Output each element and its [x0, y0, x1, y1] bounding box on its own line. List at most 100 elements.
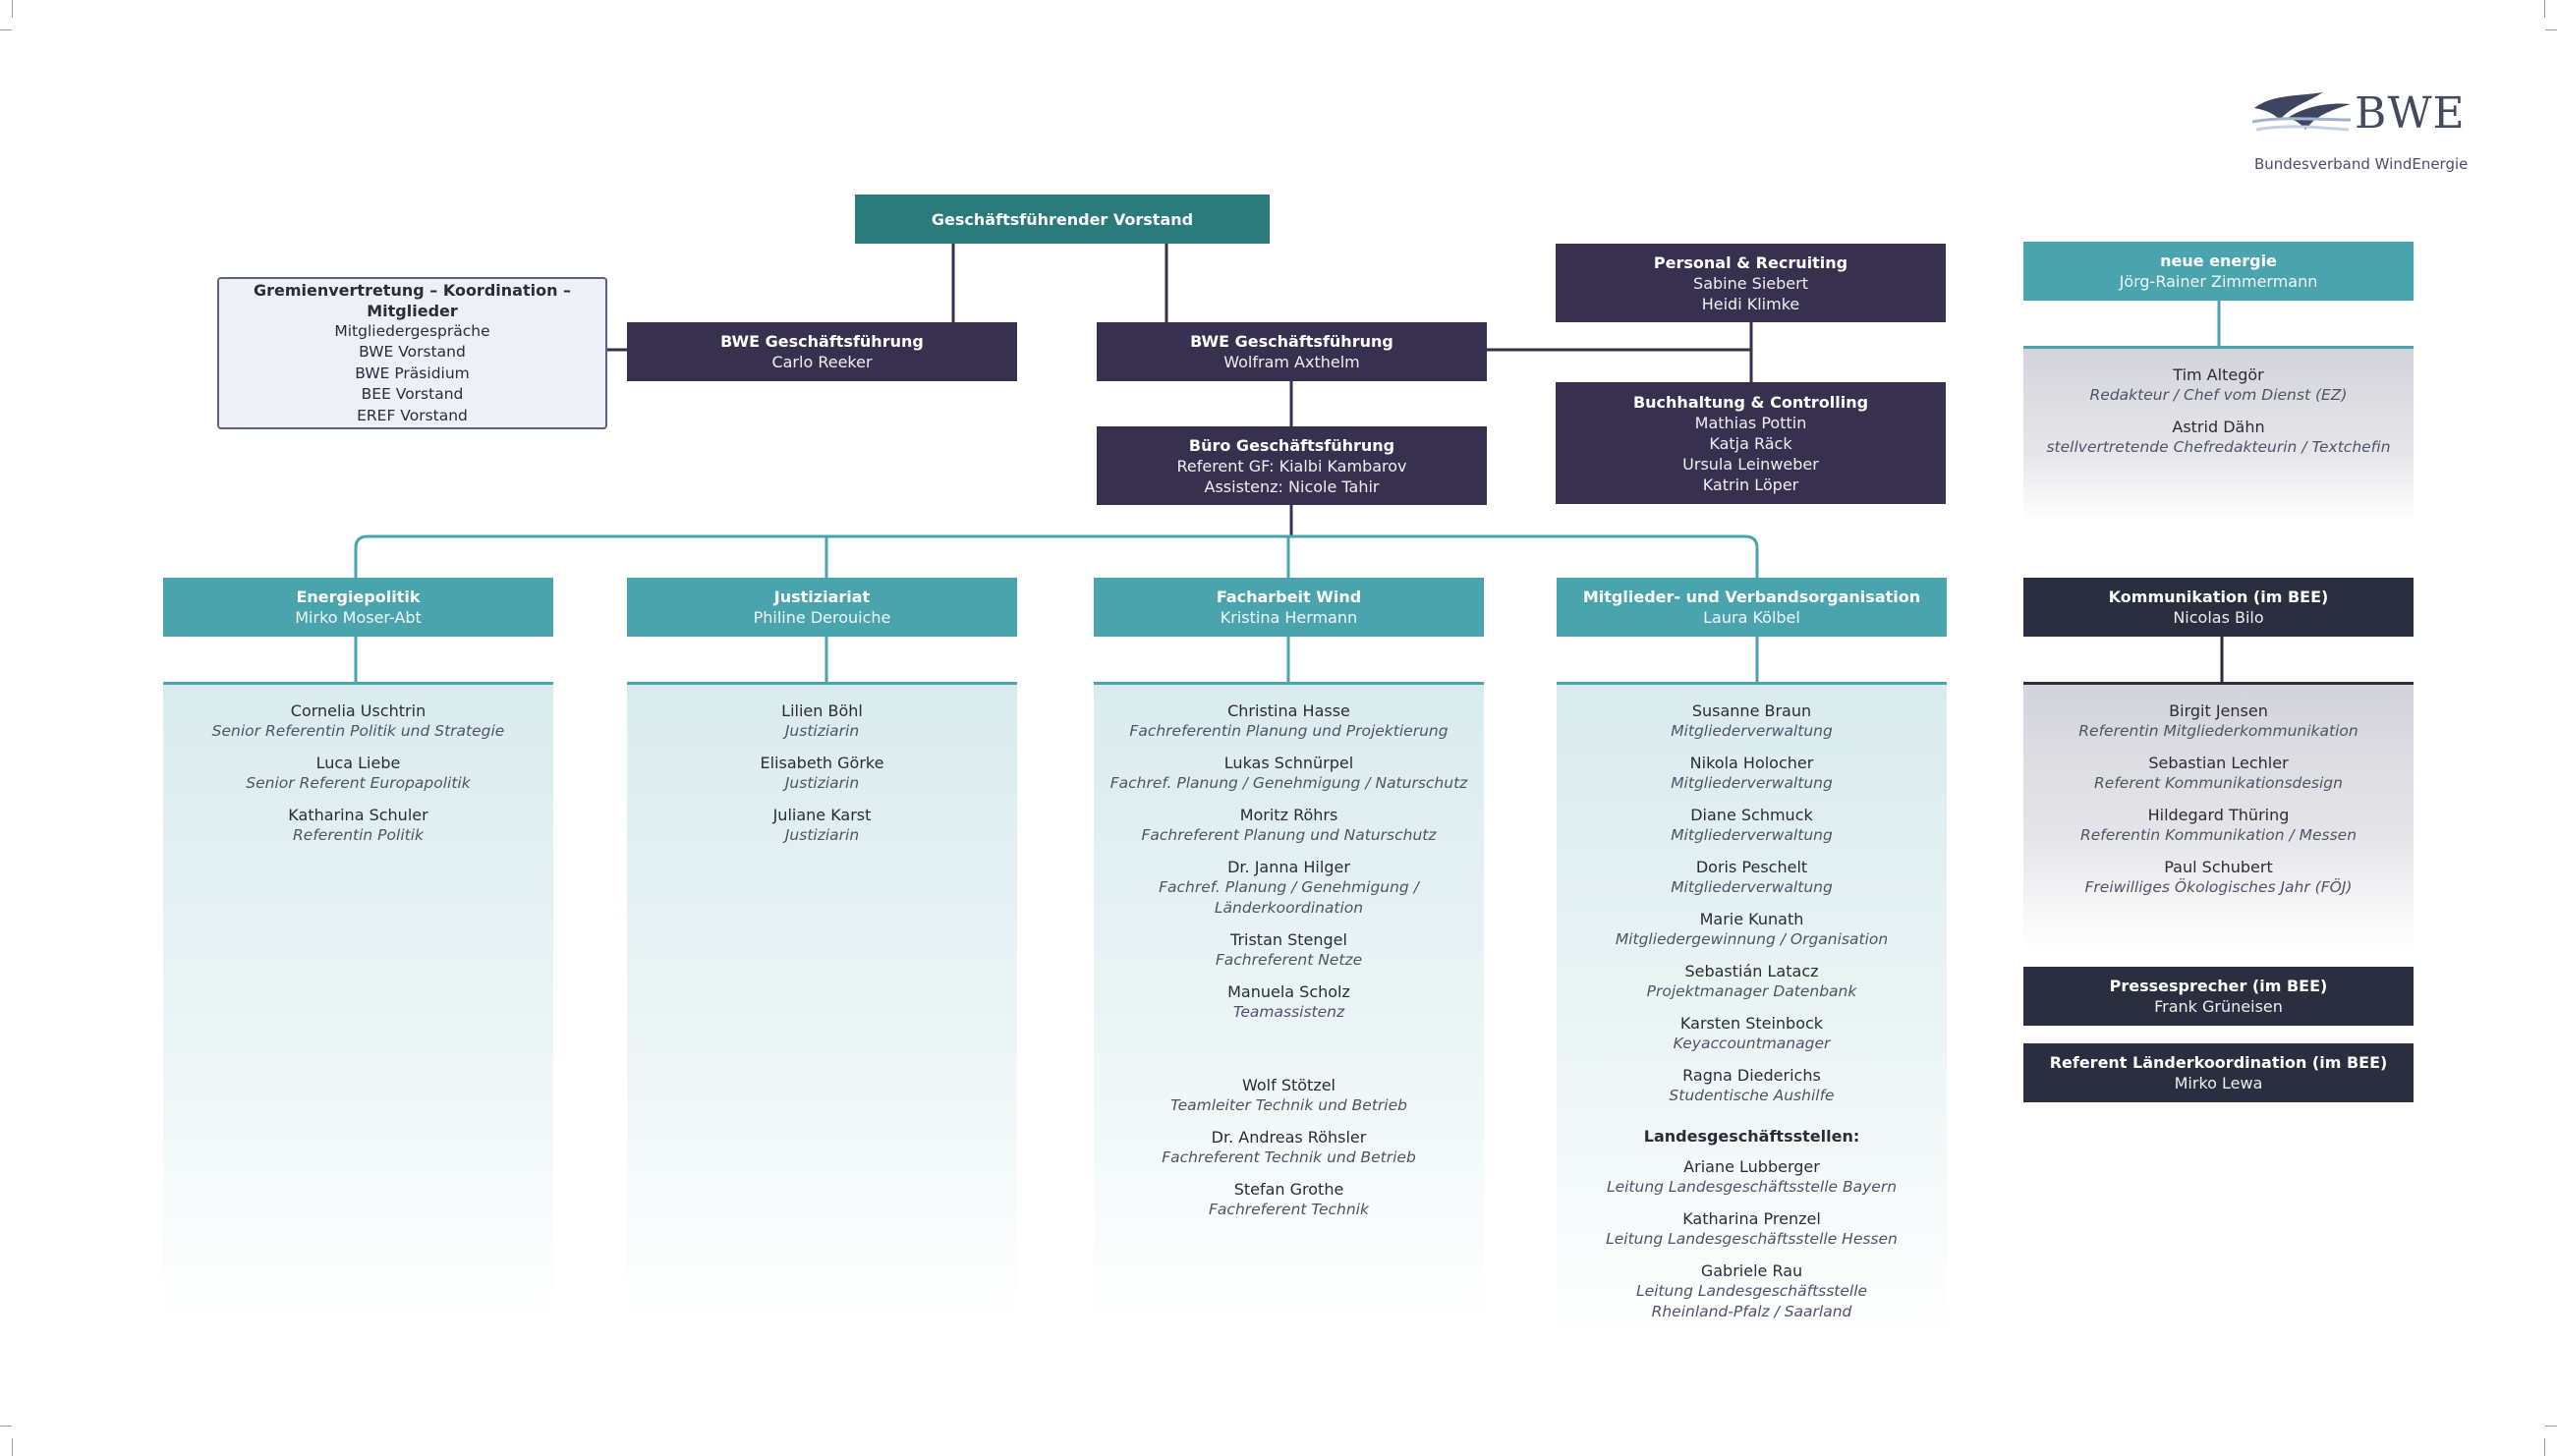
team-member: Astrid Dähn stellvertretende Chefredakte…	[2023, 417, 2414, 458]
member-name: Dr. Janna Hilger	[1227, 858, 1350, 876]
laenderkoordination-title: Referent Länderkoordination (im BEE)	[2049, 1053, 2388, 1072]
gf-reeker-name: Carlo Reeker	[771, 353, 873, 371]
dept-mitglieder-box: Mitglieder- und Verbandsorganisation Lau…	[1557, 578, 1947, 637]
mitglieder-team: Susanne Braun Mitgliederverwaltung Nikol…	[1557, 682, 1947, 1342]
team-member: Christina Hasse Fachreferentin Planung u…	[1094, 700, 1484, 742]
member-role: Fachreferent Technik	[1209, 1201, 1369, 1218]
kommunikation-title: Kommunikation (im BEE)	[2108, 588, 2329, 606]
member-name: Manuela Scholz	[1227, 982, 1350, 1001]
member-name: Cornelia Uschtrin	[290, 701, 426, 720]
pressesprecher-title: Pressesprecher (im BEE)	[2109, 977, 2328, 995]
vorstand-box: Geschäftsführender Vorstand	[855, 195, 1270, 244]
buero-gf-line: Assistenz: Nicole Tahir	[1204, 476, 1380, 496]
neue-energie-title: neue energie	[2160, 252, 2277, 270]
member-role: Referent Kommunikationsdesign	[2094, 774, 2343, 792]
dept-energiepolitik-box: Energiepolitik Mirko Moser-Abt	[163, 578, 553, 637]
member-name: Birgit Jensen	[2169, 701, 2268, 720]
team-member: Cornelia Uschtrin Senior Referentin Poli…	[163, 700, 553, 742]
landesgeschaeftsstellen-heading: Landesgeschäftsstellen:	[1643, 1127, 1860, 1146]
dept-title: Facharbeit Wind	[1216, 588, 1362, 606]
crop-mark	[2544, 0, 2545, 18]
buero-gf-line: Referent GF: Kialbi Kambarov	[1176, 456, 1407, 476]
member-role: Justiziarin	[784, 722, 860, 740]
member-name: Ragna Diederichs	[1682, 1066, 1821, 1085]
dept-head: Mirko Moser-Abt	[295, 608, 422, 627]
justiziariat-team: Lilien Böhl Justiziarin Elisabeth Görke …	[627, 682, 1017, 1322]
kommunikation-box: Kommunikation (im BEE) Nicolas Bilo	[2023, 578, 2414, 637]
member-role: Senior Referentin Politik und Strategie	[211, 722, 505, 740]
team-member: Birgit Jensen Referentin Mitgliederkommu…	[2023, 700, 2414, 742]
team-member: Hildegard Thüring Referentin Kommunikati…	[2023, 805, 2414, 846]
member-role: Senior Referent Europapolitik	[246, 774, 471, 792]
member-role: Teamassistenz	[1232, 1003, 1345, 1021]
member-name: Marie Kunath	[1699, 910, 1804, 928]
member-role: Leitung Landesgeschäftsstelle Hessen	[1606, 1230, 1898, 1248]
member-name: Doris Peschelt	[1695, 858, 1808, 876]
team-member: Lilien Böhl Justiziarin	[627, 700, 1017, 742]
neue-energie-head: Jörg-Rainer Zimmermann	[2119, 272, 2318, 291]
buchhaltung-line: Katrin Löper	[1702, 475, 1799, 494]
member-role: Rheinland-Pfalz / Saarland	[1651, 1303, 1852, 1320]
member-name: Christina Hasse	[1227, 701, 1350, 720]
gremien-item: Mitgliedergespräche	[334, 321, 490, 340]
member-name: Diane Schmuck	[1690, 806, 1813, 824]
member-name: Dr. Andreas Röhsler	[1211, 1128, 1367, 1147]
team-member: Nikola Holocher Mitgliederverwaltung	[1557, 753, 1947, 794]
member-role: stellvertretende Chefredakteurin / Textc…	[2046, 438, 2391, 456]
team-member: Karsten Steinbock Keyaccountmanager	[1557, 1013, 1947, 1054]
member-role: Keyaccountmanager	[1673, 1035, 1831, 1052]
member-role: Fachref. Planung / Genehmigung / Natursc…	[1109, 774, 1468, 792]
gremien-item: EREF Vorstand	[357, 406, 468, 424]
dept-title: Justiziariat	[773, 588, 871, 606]
member-role: Mitgliederverwaltung	[1671, 826, 1833, 844]
dept-head: Laura Kölbel	[1703, 608, 1800, 627]
member-role: Redakteur / Chef vom Dienst (EZ)	[2089, 386, 2348, 404]
gremien-item: BWE Präsidium	[355, 364, 470, 382]
team-member: Moritz Röhrs Fachreferent Planung und Na…	[1094, 805, 1484, 846]
vorstand-title: Geschäftsführender Vorstand	[931, 209, 1194, 229]
buchhaltung-line: Mathias Pottin	[1694, 413, 1807, 432]
team-member: Marie Kunath Mitgliedergewinnung / Organ…	[1557, 909, 1947, 950]
team-member: Elisabeth Görke Justiziarin	[627, 753, 1017, 794]
buchhaltung-box: Buchhaltung & Controlling Mathias Pottin…	[1556, 382, 1946, 504]
crop-mark	[12, 0, 13, 18]
member-name: Moritz Röhrs	[1239, 806, 1338, 824]
team-member: Tim Altegör Redakteur / Chef vom Dienst …	[2023, 364, 2414, 406]
member-role: Teamleiter Technik und Betrieb	[1170, 1096, 1407, 1114]
crop-mark	[2545, 29, 2557, 30]
team-member: Katharina Schuler Referentin Politik	[163, 805, 553, 846]
member-role: Fachreferentin Planung und Projektierung	[1129, 722, 1449, 740]
member-role: Fachreferent Technik und Betrieb	[1162, 1148, 1416, 1166]
gremien-item: BEE Vorstand	[361, 385, 464, 404]
team-member: Lukas Schnürpel Fachref. Planung / Geneh…	[1094, 753, 1484, 794]
pressesprecher-box: Pressesprecher (im BEE) Frank Grüneisen	[2023, 967, 2414, 1026]
personal-line: Sabine Siebert	[1693, 273, 1808, 293]
member-name: Lilien Böhl	[781, 701, 863, 720]
team-member: Katharina Prenzel Leitung Landesgeschäft…	[1557, 1208, 1947, 1250]
laenderkoordination-name: Mirko Lewa	[2174, 1074, 2263, 1092]
crop-mark	[2545, 1426, 2557, 1427]
team-member: Dr. Janna Hilger Fachref. Planung / Gene…	[1094, 857, 1484, 919]
member-role: Referentin Politik	[293, 826, 424, 844]
bwe-logo-icon	[2252, 92, 2352, 132]
member-name: Ariane Lubberger	[1683, 1157, 1820, 1176]
member-role: Fachref. Planung / Genehmigung / Länderk…	[1159, 878, 1419, 917]
dept-facharbeit-box: Facharbeit Wind Kristina Hermann	[1094, 578, 1484, 637]
pressesprecher-name: Frank Grüneisen	[2154, 997, 2283, 1016]
dept-title: Energiepolitik	[296, 588, 421, 606]
team-member: Ragna Diederichs Studentische Aushilfe	[1557, 1065, 1947, 1106]
member-name: Hildegard Thüring	[2147, 806, 2290, 824]
member-role: Projektmanager Datenbank	[1646, 982, 1857, 1000]
member-name: Wolf Stötzel	[1241, 1076, 1335, 1094]
member-name: Tristan Stengel	[1230, 930, 1347, 949]
buchhaltung-title: Buchhaltung & Controlling	[1632, 392, 1869, 412]
gf-axthelm-title: BWE Geschäftsführung	[1190, 332, 1393, 351]
member-name: Sebastian Lechler	[2148, 754, 2289, 772]
member-name: Stefan Grothe	[1233, 1180, 1344, 1199]
dept-head: Philine Derouiche	[753, 608, 891, 627]
member-name: Juliane Karst	[772, 806, 872, 824]
facharbeit-team: Christina Hasse Fachreferentin Planung u…	[1094, 682, 1484, 1322]
personal-title: Personal & Recruiting	[1653, 252, 1848, 272]
member-role: Referentin Kommunikation / Messen	[2079, 826, 2358, 844]
